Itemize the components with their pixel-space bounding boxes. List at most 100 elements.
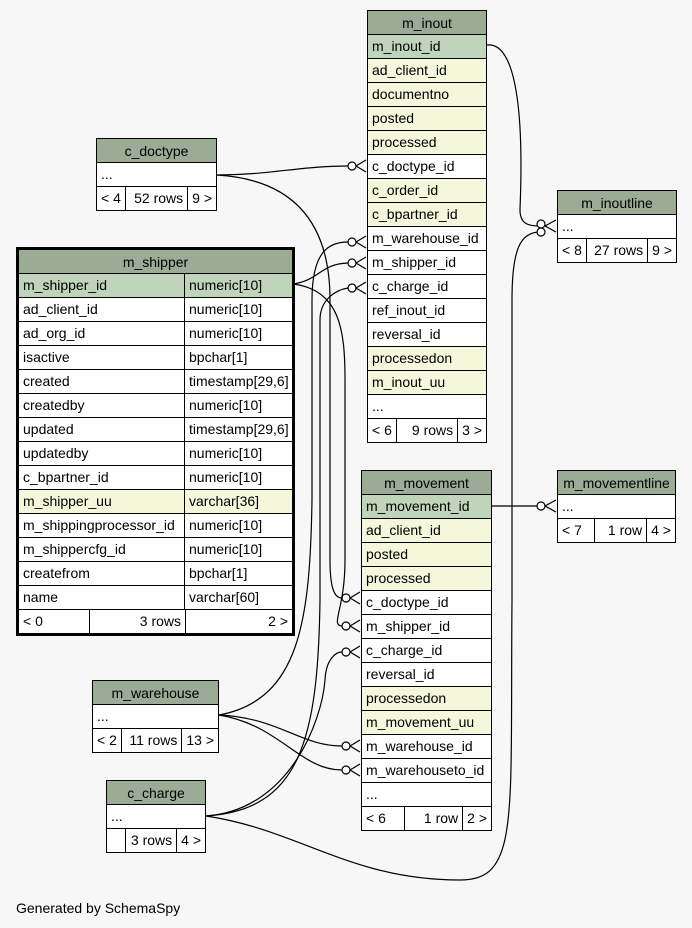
column-row[interactable]: m_inout_id (368, 35, 486, 59)
column-row[interactable]: processed (362, 567, 491, 591)
footer-rows: 3 rows (90, 610, 186, 633)
column-type: numeric[10] (184, 274, 292, 297)
table-title[interactable]: m_shipper (19, 250, 292, 274)
column-row[interactable]: ... (107, 805, 205, 829)
column-row[interactable]: ... (558, 215, 676, 239)
column-row[interactable]: ... (93, 705, 218, 729)
generated-by-label: Generated by SchemaSpy (16, 900, 181, 916)
column-row[interactable]: m_movement_id (362, 495, 491, 519)
column-row[interactable]: c_doctype_id (368, 155, 486, 179)
column-row[interactable]: m_shipper_id (362, 615, 491, 639)
column-name: ... (562, 218, 574, 234)
column-row[interactable]: ad_client_id (368, 59, 486, 83)
column-name: ... (366, 786, 378, 802)
table-footer: < 2 11 rows 13 > (93, 729, 218, 752)
table-title[interactable]: m_movement (362, 471, 491, 495)
footer-parents: < 7 (558, 519, 595, 542)
table-footer: < 6 9 rows 3 > (368, 419, 486, 442)
table-title[interactable]: m_inout (368, 11, 486, 35)
table-c_charge[interactable]: c_charge ... 3 rows 4 > (106, 780, 206, 853)
footer-children: 4 > (181, 832, 201, 848)
footer-children: 4 > (651, 522, 671, 538)
column-row[interactable]: m_warehouseto_id (362, 759, 491, 783)
footer-children: 2 > (268, 613, 288, 629)
column-name: c_charge_id (366, 642, 443, 658)
column-name: m_movement_id (366, 498, 470, 514)
column-name: ad_org_id (23, 325, 86, 341)
column-name: m_shippercfg_id (23, 541, 126, 557)
column-type: varchar[60] (184, 586, 292, 609)
column-row[interactable]: m_shippercfg_id numeric[10] (19, 538, 292, 562)
column-row[interactable]: reversal_id (362, 663, 491, 687)
table-m_inoutline[interactable]: m_inoutline ... < 8 27 rows 9 > (557, 190, 677, 263)
table-title[interactable]: m_inoutline (558, 191, 676, 215)
column-row[interactable]: c_doctype_id (362, 591, 491, 615)
footer-rows: 9 rows (397, 419, 459, 442)
table-c_doctype[interactable]: c_doctype ... < 4 52 rows 9 > (96, 138, 217, 211)
footer-children: 13 > (186, 732, 214, 748)
column-row[interactable]: m_warehouse_id (368, 227, 486, 251)
column-name: processedon (372, 350, 453, 366)
column-name: ref_inout_id (372, 302, 446, 318)
column-name: m_warehouse_id (372, 230, 479, 246)
column-row[interactable]: ad_client_id (362, 519, 491, 543)
column-row[interactable]: posted (368, 107, 486, 131)
column-name: m_warehouseto_id (366, 762, 485, 778)
column-row[interactable]: m_inout_uu (368, 371, 486, 395)
column-type: numeric[10] (184, 322, 292, 345)
column-row[interactable]: ad_org_id numeric[10] (19, 322, 292, 346)
column-row[interactable]: documentno (368, 83, 486, 107)
table-m_movementline[interactable]: m_movementline ... < 7 1 row 4 > (557, 470, 676, 543)
table-m_warehouse[interactable]: m_warehouse ... < 2 11 rows 13 > (92, 680, 219, 753)
column-row[interactable]: ... (362, 783, 491, 807)
footer-children: 2 > (467, 810, 487, 826)
table-title[interactable]: c_charge (107, 781, 205, 805)
edge-m_warehouse-m_movement-2 (218, 714, 343, 771)
column-row[interactable]: c_charge_id (368, 275, 486, 299)
column-row[interactable]: processedon (362, 687, 491, 711)
column-row[interactable]: c_charge_id (362, 639, 491, 663)
column-row[interactable]: ... (558, 495, 675, 519)
column-row[interactable]: processedon (368, 347, 486, 371)
column-row[interactable]: processed (368, 131, 486, 155)
column-row[interactable]: reversal_id (368, 323, 486, 347)
column-row[interactable]: m_warehouse_id (362, 735, 491, 759)
column-row[interactable]: ... (368, 395, 486, 419)
column-type: numeric[10] (184, 538, 292, 561)
column-row[interactable]: c_bpartner_id (368, 203, 486, 227)
footer-rows: 52 rows (126, 187, 189, 210)
column-row[interactable]: c_order_id (368, 179, 486, 203)
table-title[interactable]: c_doctype (97, 139, 216, 163)
column-name: createfrom (23, 565, 90, 581)
column-row[interactable]: ... (97, 163, 216, 187)
column-row[interactable]: posted (362, 543, 491, 567)
footer-children: 9 > (652, 242, 672, 258)
table-title[interactable]: m_warehouse (93, 681, 218, 705)
table-footer: < 4 52 rows 9 > (97, 187, 216, 210)
footer-children: 3 > (462, 422, 482, 438)
table-title[interactable]: m_movementline (558, 471, 675, 495)
footer-rows: 11 rows (122, 729, 183, 752)
column-type: numeric[10] (184, 442, 292, 465)
edge-c_charge-m_inoutline (205, 231, 541, 881)
table-footer: < 8 27 rows 9 > (558, 239, 676, 262)
column-row[interactable]: ref_inout_id (368, 299, 486, 323)
column-name: processedon (366, 690, 447, 706)
column-row[interactable]: m_movement_uu (362, 711, 491, 735)
column-row[interactable]: m_shipper_id (368, 251, 486, 275)
